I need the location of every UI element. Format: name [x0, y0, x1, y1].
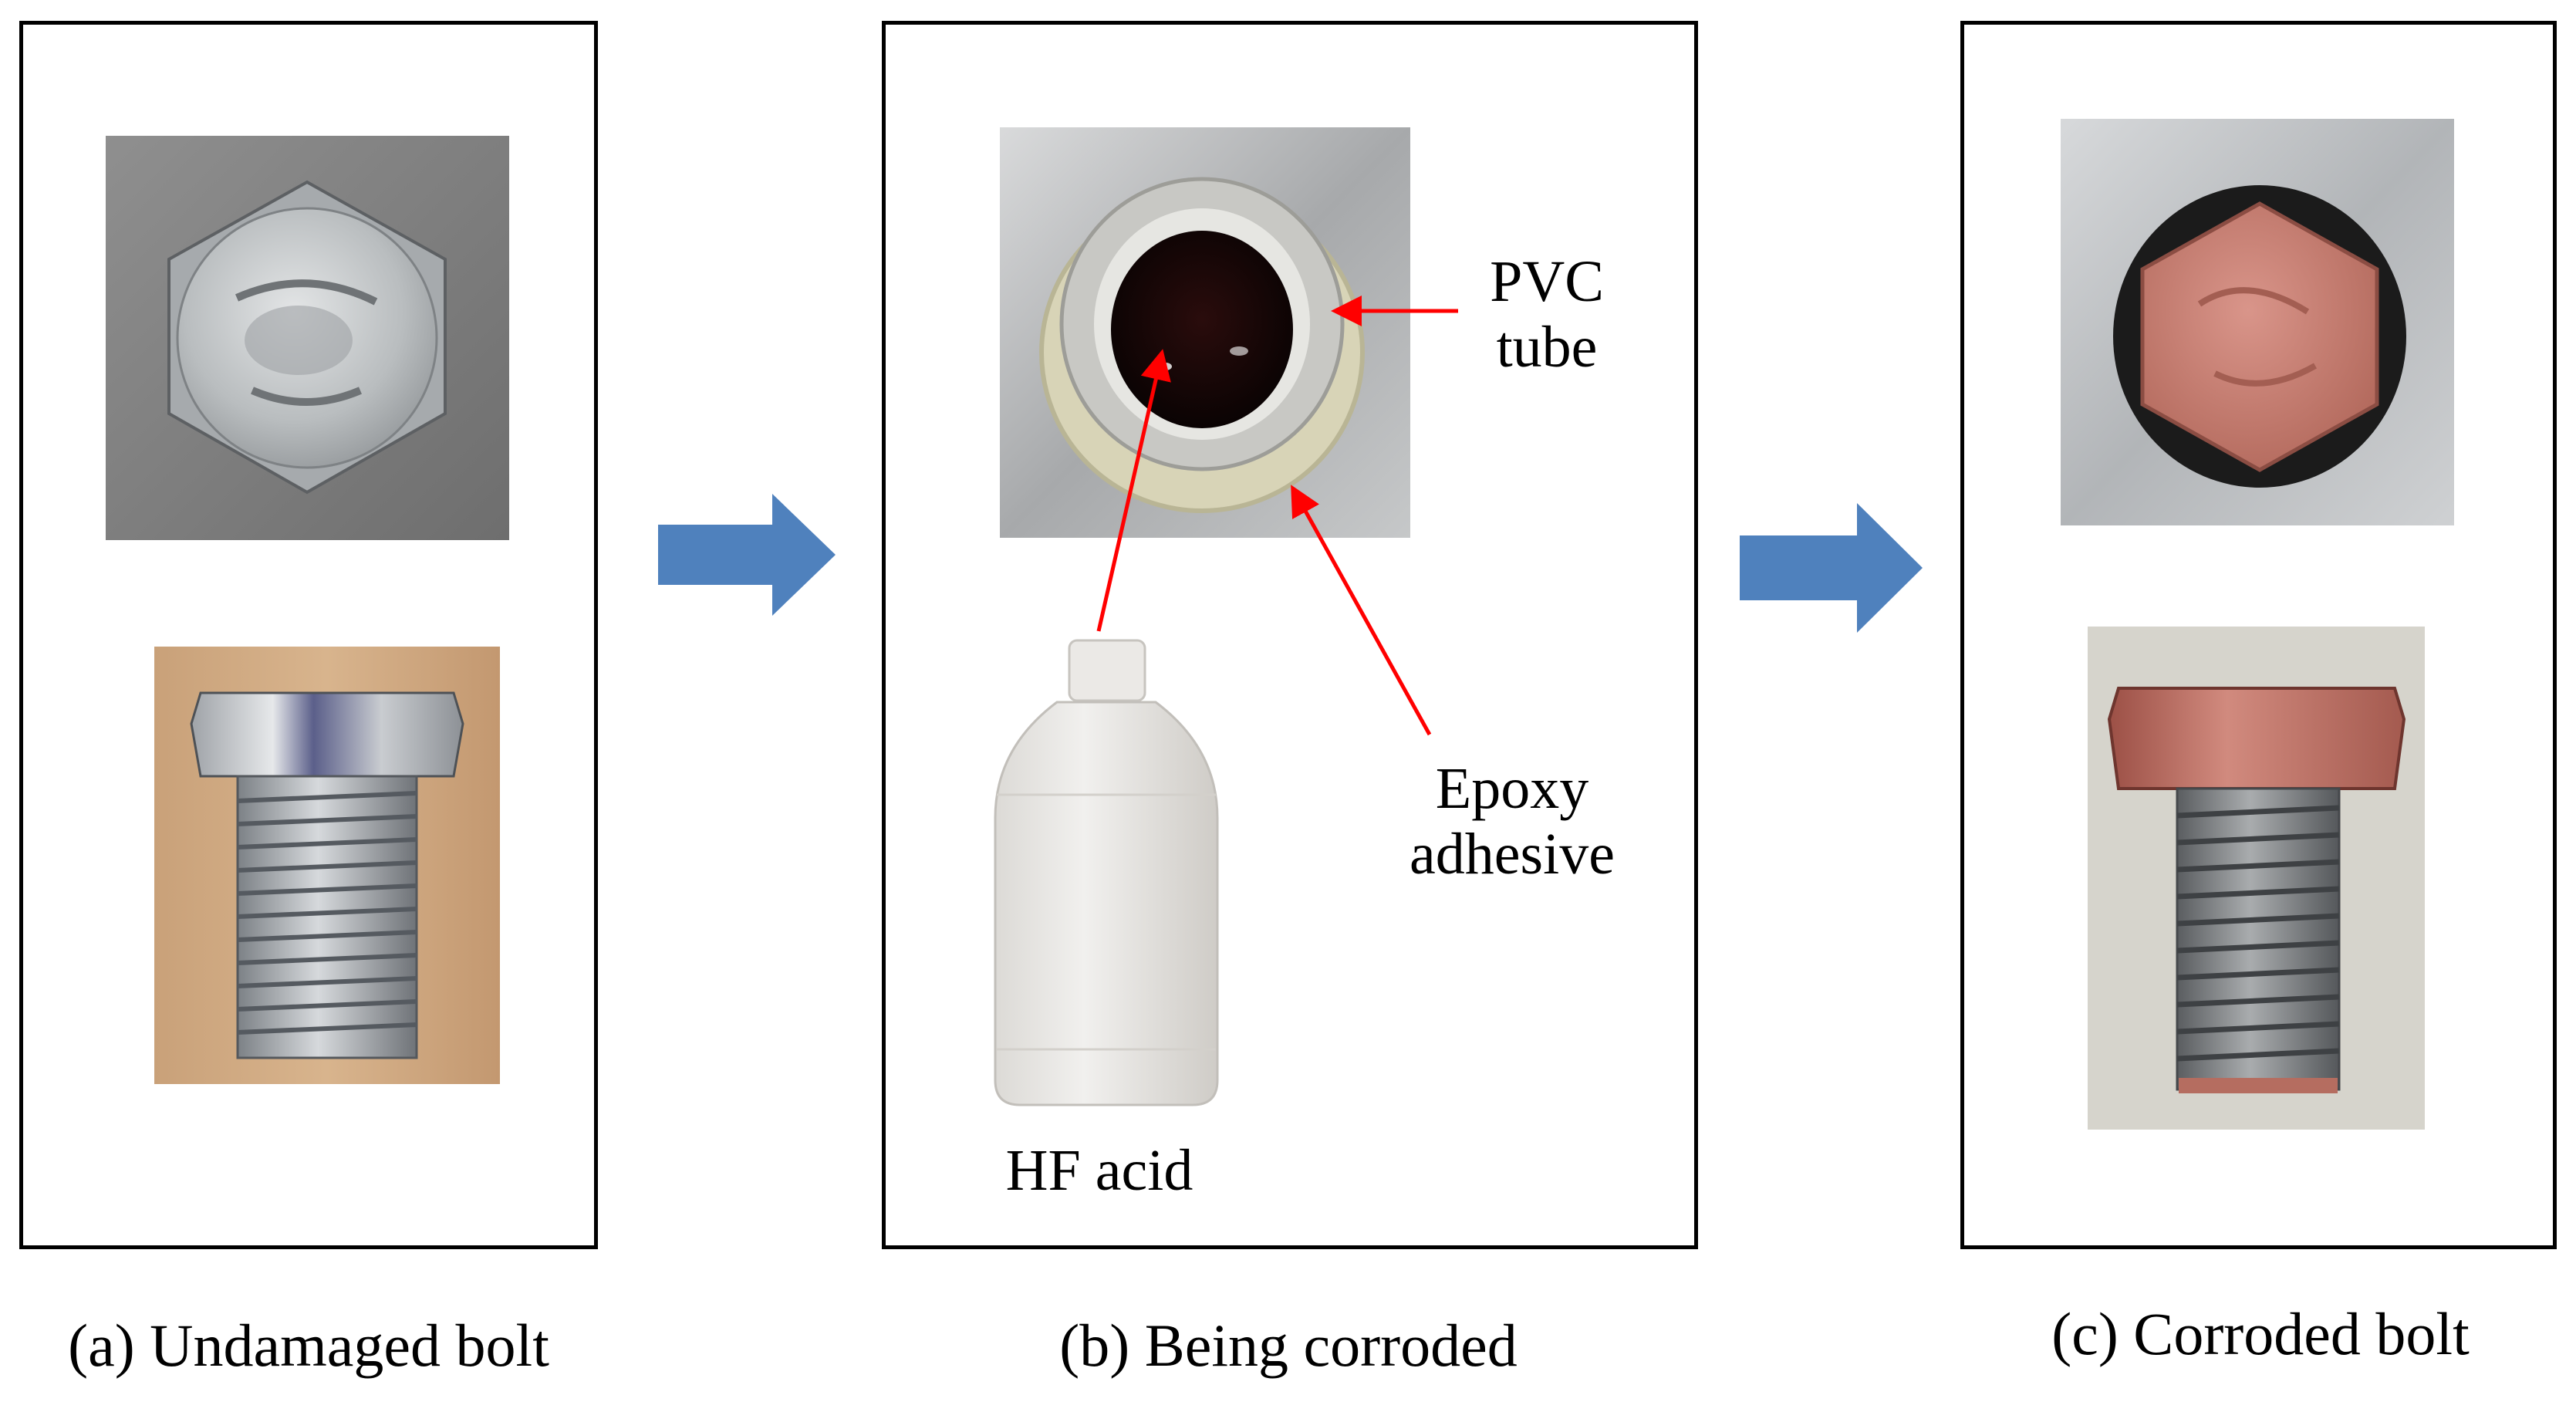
caption-a: (a) Undamaged bolt — [68, 1312, 549, 1379]
epoxy-adhesive-label: Epoxy adhesive — [1381, 756, 1643, 887]
flow-arrow-icon — [658, 494, 836, 616]
pvc-tube-label-line1: PVC — [1490, 249, 1604, 314]
hf-acid-bottle-photo — [986, 633, 1227, 1113]
corroded-bolt-side-photo — [2088, 627, 2425, 1130]
flow-arrow-icon — [1740, 503, 1923, 633]
caption-b: (b) Being corroded — [1059, 1312, 1518, 1379]
corroded-bolt-top-photo — [2061, 119, 2454, 525]
pvc-tube-label: PVC tube — [1470, 249, 1624, 380]
caption-c: (c) Corroded bolt — [2051, 1300, 2470, 1367]
epoxy-adhesive-label-line2: adhesive — [1410, 822, 1615, 887]
pvc-tube-label-line2: tube — [1496, 315, 1598, 380]
hf-acid-label: HF acid — [1005, 1138, 1193, 1203]
undamaged-bolt-side-photo — [154, 647, 500, 1084]
pvc-tube-on-bolt-photo — [1000, 127, 1410, 538]
flow-arrow-b-to-c-shape — [1740, 503, 1923, 633]
flow-arrow-a-to-b-shape — [658, 494, 836, 616]
epoxy-adhesive-label-line1: Epoxy — [1435, 756, 1589, 821]
undamaged-bolt-top-photo — [106, 136, 509, 540]
